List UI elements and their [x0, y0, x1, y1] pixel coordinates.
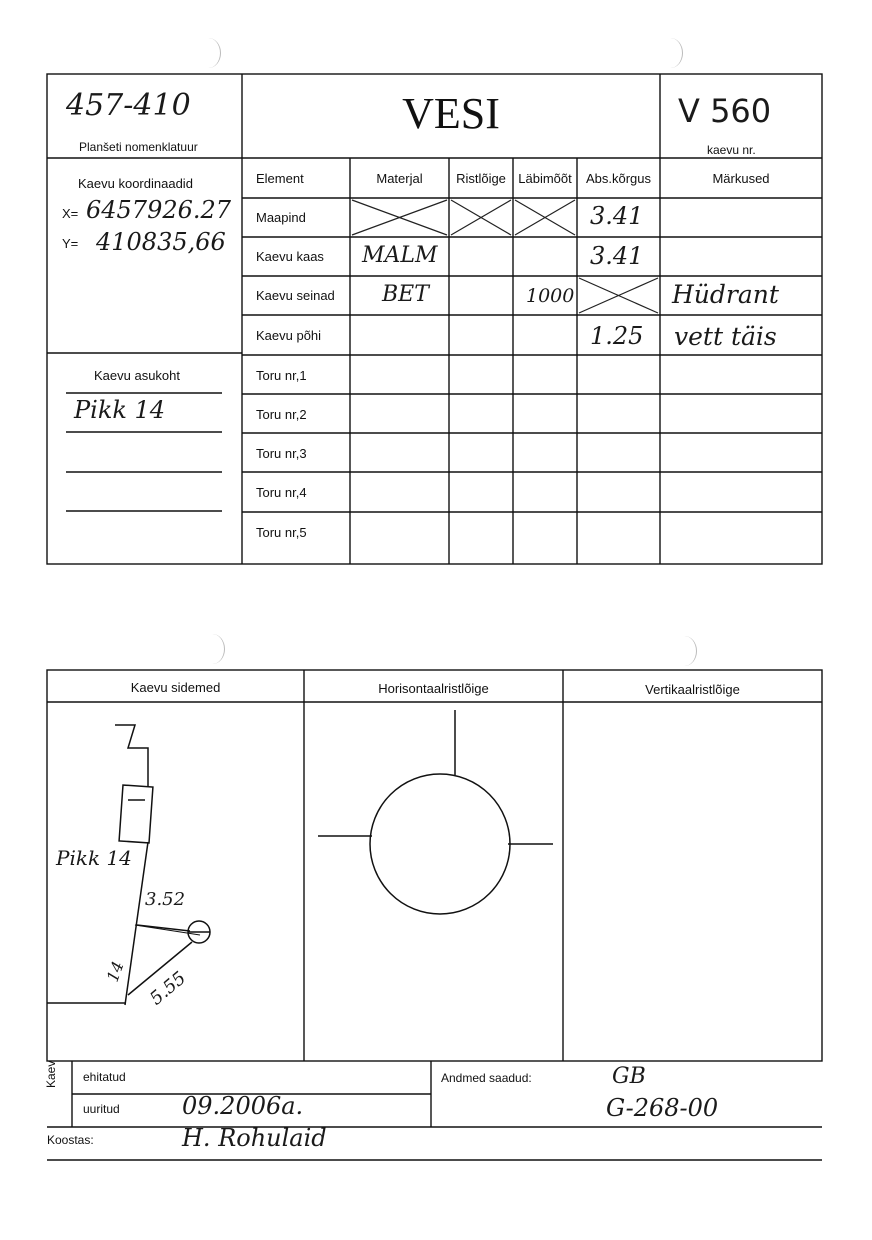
nomenclature-value: 457-410 [66, 88, 191, 123]
sketch-distance-1: 3.52 [145, 889, 186, 910]
punch-hole [672, 636, 697, 666]
cell-materjal-kaas: MALM [362, 243, 438, 268]
coord-y-prefix: Y= [62, 236, 79, 251]
koostas-value: H. Rohulaid [182, 1124, 327, 1152]
cell-labimoot-seinad: 1000 [526, 285, 575, 307]
col-header-markused: Märkused [712, 171, 770, 186]
punch-hole [200, 634, 225, 664]
row-label: Kaevu kaas [256, 249, 324, 264]
koostas-label: Koostas: [47, 1133, 94, 1147]
sketch-building-label: Pikk 14 [56, 846, 132, 870]
header-sidemed: Kaevu sidemed [130, 680, 221, 695]
row-label: Maapind [256, 210, 306, 225]
cell-abs-pohi: 1.25 [590, 322, 644, 350]
col-header-abs-korgus: Abs.kõrgus [585, 171, 652, 186]
horizontal-section [318, 710, 553, 915]
col-header-ristloige: Ristlõige [456, 171, 506, 186]
well-number-value: V 560 [678, 92, 772, 130]
row-label: Toru nr,1 [256, 368, 307, 383]
coordinates-label: Kaevu koordinaadid [78, 176, 193, 191]
andmed-label: Andmed saadud: [441, 1071, 532, 1085]
footer-side-label: Kaev [44, 1060, 58, 1088]
ehitatud-label: ehitatud [83, 1070, 126, 1084]
uuritud-value: 09.2006a. [182, 1092, 304, 1120]
row-label: Toru nr,2 [256, 407, 307, 422]
nomenclature-label: Planšeti nomenklatuur [79, 140, 198, 154]
cell-abs-kaas: 3.41 [590, 242, 644, 270]
punch-hole [658, 38, 683, 68]
page-title: VESI [402, 89, 500, 138]
location-label: Kaevu asukoht [94, 368, 181, 383]
coord-x-value: 6457926.27 [86, 196, 232, 224]
punch-hole [196, 38, 221, 68]
coord-x-prefix: X= [62, 206, 79, 221]
cell-markused-pohi: vett täis [674, 322, 777, 351]
cross-marks [351, 199, 659, 314]
well-number-label: kaevu nr. [707, 143, 756, 157]
row-label: Toru nr,3 [256, 446, 307, 461]
header-horisontaal: Horisontaalristlõige [378, 681, 489, 696]
coord-y-value: 410835,66 [96, 228, 226, 256]
location-value: Pikk 14 [74, 396, 166, 424]
header-vertikaal: Vertikaalristlõige [645, 682, 740, 697]
location-sketch [47, 724, 211, 1006]
andmed-value-1: GB [612, 1064, 646, 1089]
andmed-value-2: G-268-00 [606, 1094, 719, 1122]
row-label: Toru nr,5 [256, 525, 307, 540]
uuritud-label: uuritud [83, 1102, 120, 1116]
col-header-element: Element [256, 171, 304, 186]
cell-markused-seinad: Hüdrant [672, 280, 779, 309]
row-label: Toru nr,4 [256, 485, 307, 500]
cell-abs-maapind: 3.41 [590, 202, 644, 230]
cell-materjal-seinad: BET [382, 282, 429, 307]
row-label: Kaevu seinad [256, 288, 335, 303]
row-label: Kaevu põhi [256, 328, 322, 343]
col-header-labimoot: Läbimõõt [518, 171, 572, 186]
col-header-materjal: Materjal [376, 171, 423, 186]
